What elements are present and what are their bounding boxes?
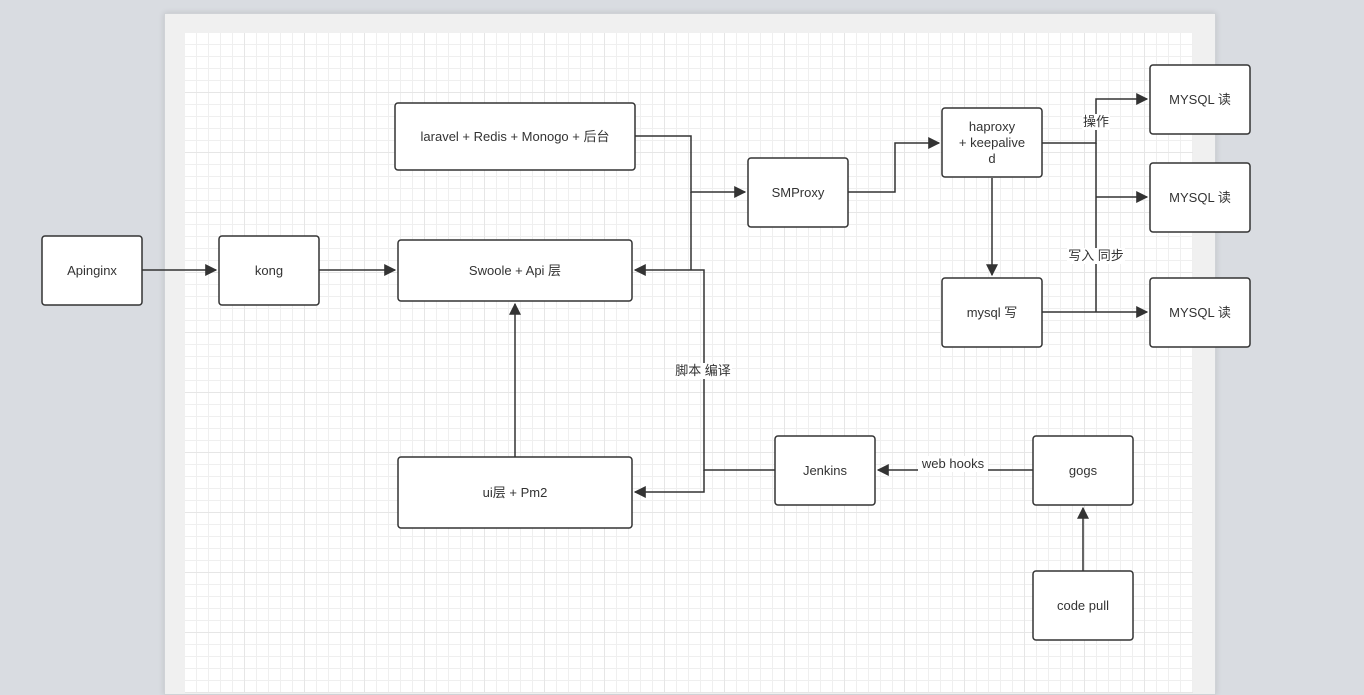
node-laravel[interactable]: laravel + Redis + Monogo + 后台 [394,102,636,171]
node-mysql-read-1[interactable]: MYSQL 读 [1149,64,1251,135]
node-mysql-read-3[interactable]: MYSQL 读 [1149,277,1251,348]
svg-text:操作: 操作 [1083,114,1109,129]
svg-text:Swoole + Api 层: Swoole + Api 层 [469,263,561,278]
svg-text:+ keepalive: + keepalive [959,135,1025,150]
svg-text:haproxy: haproxy [969,119,1016,134]
svg-text:MYSQL 读: MYSQL 读 [1169,190,1231,205]
svg-text:gogs: gogs [1069,463,1098,478]
edge-smproxy-haproxy[interactable] [848,137,941,193]
edge-jenkins-ui[interactable] [633,470,705,498]
node-smproxy[interactable]: SMProxy [747,157,849,228]
svg-text:d: d [988,151,995,166]
edge-label-script-compile: 脚本 编译 [674,363,732,379]
svg-text:Jenkins: Jenkins [803,463,848,478]
edge-label-web-hooks: web hooks [918,456,988,472]
svg-text:MYSQL 读: MYSQL 读 [1169,92,1231,107]
diagram-svg: 操作 写入 同步 脚本 编译 web hooks Apinginx kong S… [41,64,1251,641]
svg-text:写入 同步: 写入 同步 [1068,248,1124,263]
svg-text:脚本 编译: 脚本 编译 [675,363,731,378]
svg-text:Apinginx: Apinginx [67,263,117,278]
svg-text:laravel + Redis + Monogo + 后台: laravel + Redis + Monogo + 后台 [421,129,610,144]
node-kong[interactable]: kong [218,235,320,306]
svg-text:web hooks: web hooks [921,456,985,471]
node-mysql-read-2[interactable]: MYSQL 读 [1149,162,1251,233]
svg-text:SMProxy: SMProxy [772,185,825,200]
svg-text:kong: kong [255,263,283,278]
node-apinginx[interactable]: Apinginx [41,235,143,306]
edge-label-operate: 操作 [1082,114,1110,130]
node-code-pull[interactable]: code pull [1032,570,1134,641]
node-ui-pm2[interactable]: ui层 + Pm2 [397,456,633,529]
svg-text:code pull: code pull [1057,598,1109,613]
node-gogs[interactable]: gogs [1032,435,1134,506]
node-mysql-write[interactable]: mysql 写 [941,277,1043,348]
node-haproxy[interactable]: haproxy + keepalive d [941,107,1043,178]
svg-text:ui层 + Pm2: ui层 + Pm2 [483,485,548,500]
svg-text:MYSQL 读: MYSQL 读 [1169,305,1231,320]
edge-laravel-smproxy[interactable] [635,135,747,198]
edge-label-write-sync: 写入 同步 [1067,248,1125,264]
node-swoole-api[interactable]: Swoole + Api 层 [397,239,633,302]
svg-text:mysql 写: mysql 写 [967,305,1018,320]
node-jenkins[interactable]: Jenkins [774,435,876,506]
